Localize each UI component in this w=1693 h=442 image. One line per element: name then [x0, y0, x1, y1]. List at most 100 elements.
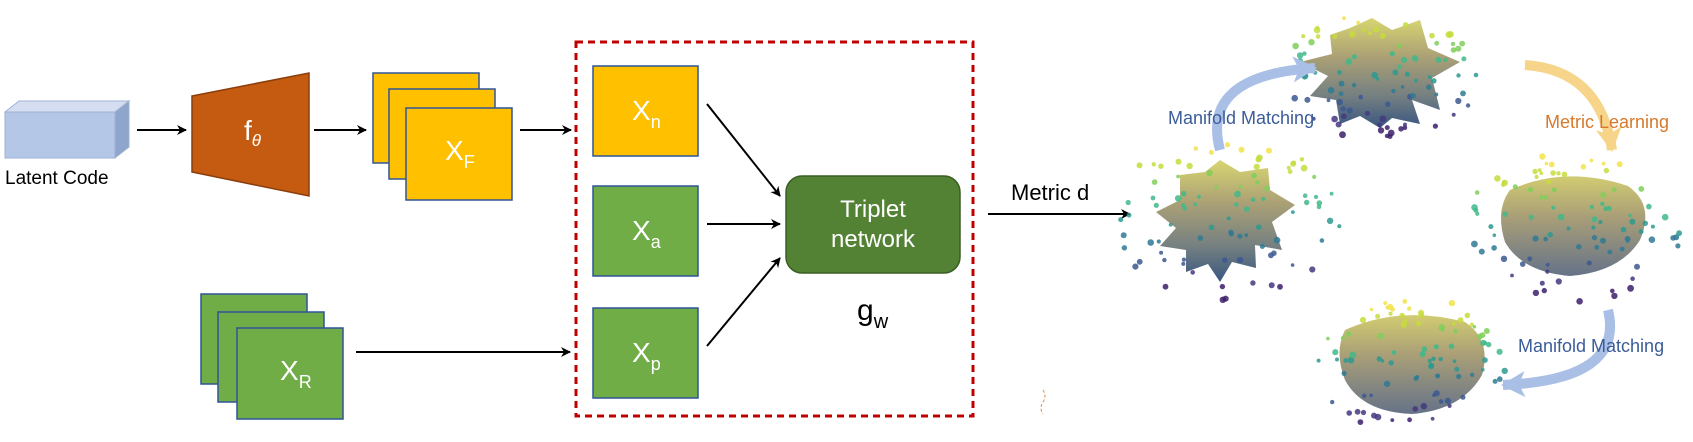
scatter-point — [1594, 244, 1600, 250]
scatter-point — [1136, 258, 1143, 265]
scatter-point — [1603, 167, 1610, 174]
scatter-point — [1420, 403, 1428, 410]
scatter-point — [1546, 179, 1552, 185]
scatter-point — [1342, 16, 1346, 21]
scatter-point — [1544, 161, 1549, 166]
scatter-point — [1326, 98, 1331, 103]
scatter-point — [1414, 78, 1418, 83]
scatter-point — [1471, 204, 1478, 211]
scatter-point — [1379, 32, 1386, 39]
scatter-point — [1591, 216, 1598, 223]
scatter-point — [1221, 257, 1228, 263]
scatter-point — [1375, 77, 1380, 81]
scatter-point — [1412, 406, 1418, 412]
scatter-point — [1432, 123, 1438, 129]
scatter-point — [1337, 70, 1342, 75]
scatter-point — [1351, 54, 1357, 60]
scatter-point — [1181, 261, 1186, 266]
scatter-point — [1580, 164, 1587, 170]
fake-samples-stack — [372, 72, 513, 201]
scatter-point — [1539, 153, 1546, 160]
scatter-point — [1402, 299, 1408, 304]
scatter-point — [1304, 199, 1310, 206]
scatter-point — [1331, 115, 1338, 123]
real-stack-label: XR — [280, 355, 312, 392]
scatter-point — [1450, 47, 1457, 53]
scatter-points — [1118, 16, 1682, 425]
scatter-point — [1551, 187, 1557, 193]
scatter-point — [1500, 255, 1508, 262]
scatter-point — [1383, 380, 1391, 387]
scatter-point — [1532, 168, 1538, 175]
scatter-point — [1261, 196, 1266, 201]
scatter-point — [1255, 180, 1260, 185]
scatter-point — [1291, 94, 1298, 102]
scatter-point — [1400, 56, 1407, 64]
input-xn-label: Xn — [632, 95, 661, 132]
scatter-point — [1391, 350, 1397, 355]
scatter-point — [1354, 408, 1361, 415]
scatter-point — [1236, 256, 1244, 264]
scatter-point — [1497, 376, 1503, 382]
scatter-point — [1470, 372, 1475, 377]
scatter-point — [1448, 299, 1456, 307]
scatter-point — [1301, 73, 1308, 80]
curved-arrow-bottom-right — [1501, 308, 1616, 398]
curved-arrow-top-left — [1212, 56, 1317, 152]
scatter-point — [1648, 236, 1656, 243]
scatter-point — [1543, 236, 1548, 242]
scatter-point — [1316, 200, 1323, 206]
generator-block — [191, 72, 310, 197]
scatter-point — [1238, 184, 1243, 189]
scatter-point — [1136, 162, 1143, 169]
scatter-point — [1589, 158, 1594, 163]
scatter-point — [1471, 240, 1478, 248]
triplet-network-line1: Triplet — [840, 196, 906, 223]
scatter-point — [1193, 202, 1198, 207]
real-samples-stack — [200, 293, 344, 420]
scatter-point — [1501, 182, 1506, 187]
scatter-point — [1392, 69, 1399, 76]
scatter-point — [1459, 40, 1466, 47]
scatter-point — [1259, 244, 1265, 249]
manifold-surface-left — [1156, 160, 1295, 282]
scatter-point — [1661, 213, 1669, 221]
scatter-point — [1557, 213, 1565, 221]
scatter-point — [1451, 322, 1456, 326]
scatter-point — [1266, 147, 1272, 154]
scatter-point — [1454, 366, 1460, 372]
scatter-point — [1389, 51, 1395, 57]
scatter-point — [1311, 116, 1316, 121]
scatter-point — [1547, 232, 1553, 238]
scatter-point — [1214, 185, 1219, 190]
scatter-point — [1496, 348, 1503, 355]
scatter-point — [1304, 96, 1311, 103]
stray-squiggle — [1040, 389, 1046, 415]
scatter-point — [1610, 288, 1615, 294]
scatter-point — [1611, 187, 1617, 193]
scatter-point — [1151, 179, 1158, 185]
label-metric-learning: Metric Learning — [1545, 112, 1669, 132]
arrow-xn-to-network — [706, 103, 781, 197]
scatter-point — [1147, 239, 1154, 246]
scatter-point — [1390, 418, 1395, 422]
scatter-point — [1545, 269, 1550, 274]
scatter-point — [1291, 210, 1295, 215]
scatter-point — [1326, 336, 1330, 341]
scatter-point — [1402, 125, 1408, 131]
scatter-point — [1450, 41, 1456, 47]
scatter-point — [1589, 204, 1595, 210]
scatter-point — [1162, 283, 1169, 290]
scatter-point — [1181, 191, 1187, 197]
scatter-point — [1600, 201, 1605, 206]
scatter-point — [1349, 351, 1357, 359]
scatter-point — [1302, 51, 1307, 56]
scatter-point — [1591, 225, 1596, 230]
input-xp-label: Xp — [632, 337, 661, 374]
scatter-point — [1174, 195, 1182, 202]
scatter-point — [1330, 399, 1335, 405]
triplet-network-block — [785, 175, 961, 274]
scatter-point — [1125, 199, 1131, 206]
scatter-point — [1387, 129, 1395, 137]
scatter-point — [1551, 205, 1556, 210]
